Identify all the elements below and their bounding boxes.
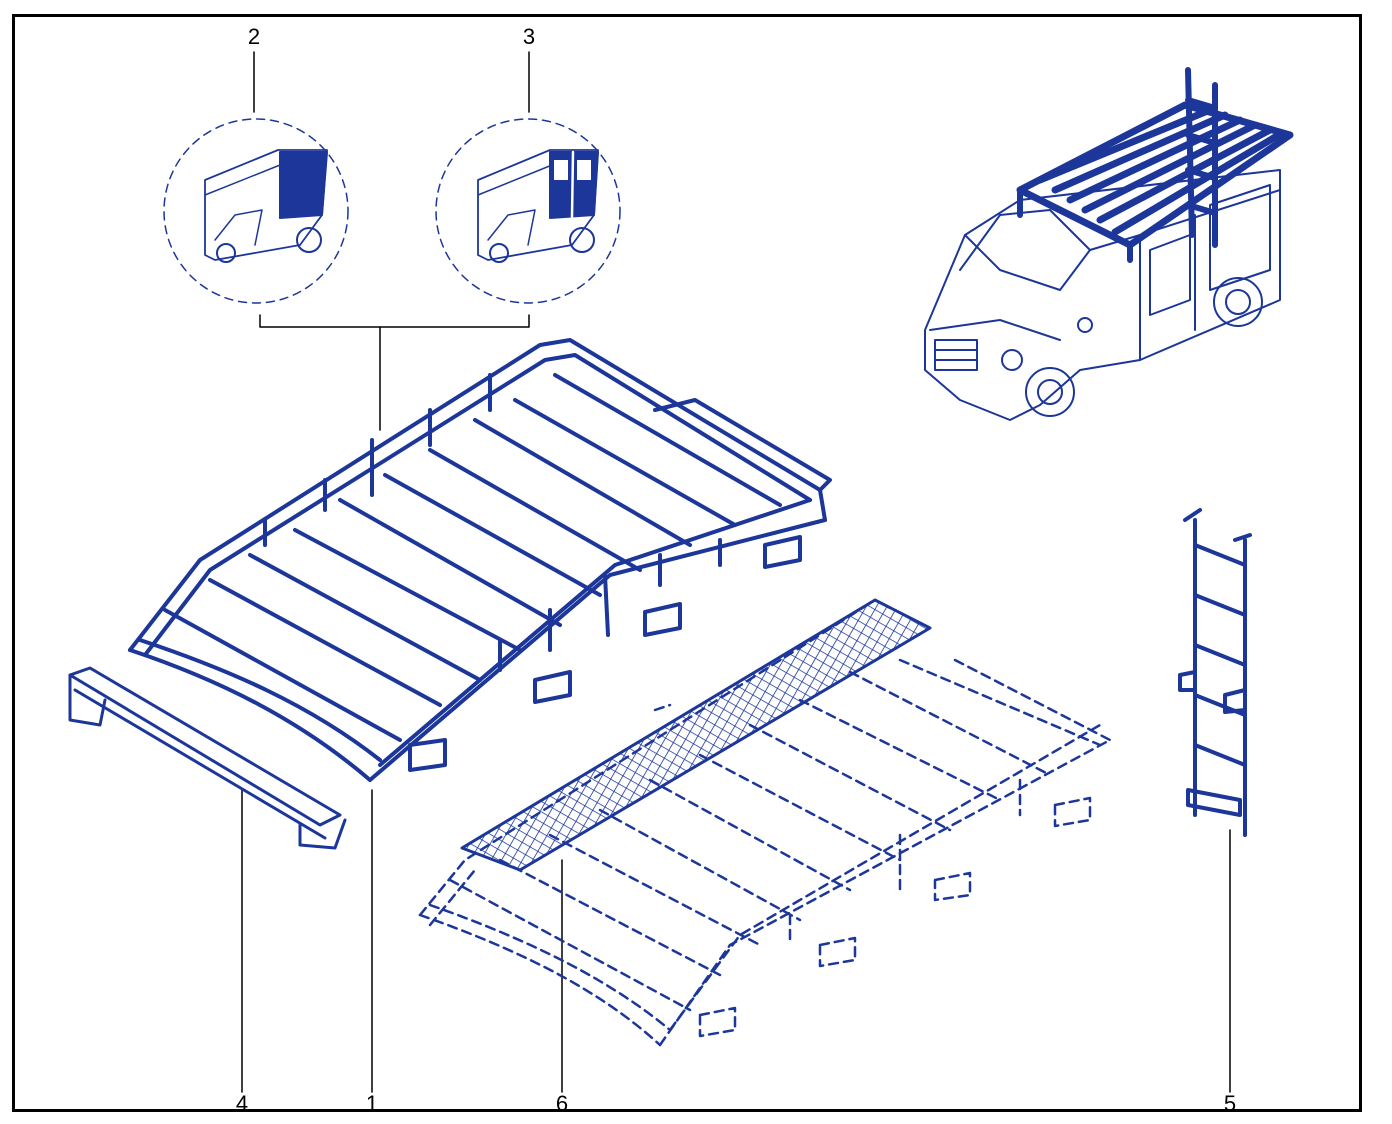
detail-tailgate-icon (163, 118, 349, 304)
roof-rack-illustration (128, 338, 832, 782)
rack-mesh-floor-illustration (418, 598, 1112, 1047)
van-with-roof-rack-illustration (924, 67, 1294, 421)
detail-twin-doors-icon (435, 118, 621, 304)
callout-2: 2 (247, 24, 261, 49)
callout-5: 5 (1223, 1091, 1237, 1116)
callout-3: 3 (522, 24, 536, 49)
callout-4: 4 (235, 1091, 249, 1116)
leader-lines (241, 51, 1231, 1093)
roof-bar-illustration (68, 666, 347, 850)
callout-1: 1 (365, 1091, 379, 1116)
rear-ladder-illustration (1178, 508, 1252, 837)
callout-6: 6 (555, 1091, 569, 1116)
